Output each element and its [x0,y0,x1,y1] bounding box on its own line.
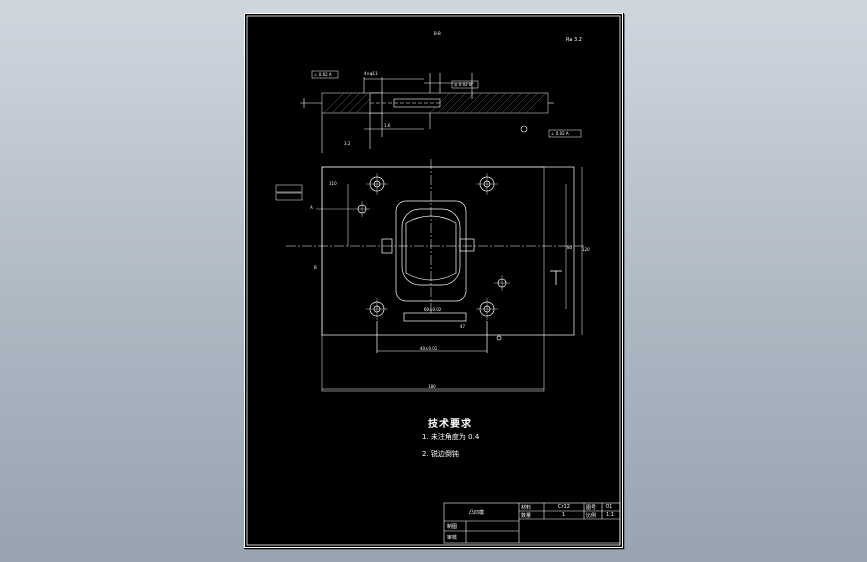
sheet-border [244,13,623,548]
material-value: Cr12 [558,504,570,510]
dim-pitch-bottom: 40±0.01 [420,346,438,351]
dim-overall-width: 180 [428,384,436,389]
hole-top-right [476,173,498,195]
technical-requirement-2: 2. 锐边倒钝 [422,449,459,459]
plate-inner [321,166,545,392]
plan-view [286,159,586,392]
hole-bottom-right [476,298,498,320]
tolerance-frame-5 [275,192,303,201]
drawing-no-label: 图号 [586,505,597,511]
technical-requirement-1: 1. 未注角度为 0.4 [422,432,479,442]
tolerance-label-3: ⊥ 0.02 A [551,131,569,136]
technical-requirements-title: 技术要求 [428,419,472,430]
section-dim-3: 3.2 [344,141,351,146]
tolerance-label-2: ◎ 0.02 B [454,82,472,87]
requirement-text: 锐边倒钝 [430,450,459,458]
hole-bottom-left [366,298,388,320]
tolerance-frame-2 [451,80,479,89]
requirement-number: 1. [422,433,429,441]
scale-label: 比例 [586,513,597,519]
drawing-sheet: B-B Ra 3.2 ⊥ 0.02 A ◎ 0.02 B ⊥ 0.02 A 4×… [244,13,624,549]
plate-outline [321,166,575,336]
pin-hole-left [354,201,370,217]
drawing-frame [246,15,621,546]
tolerance-frame-1 [311,70,339,79]
hole-top-left [366,173,388,195]
view-label-a: A [310,205,313,210]
title-block [443,502,621,544]
designer-label: 制图 [447,524,458,530]
section-dim-2: 1.6 [384,123,391,128]
scale-value: 1:1 [606,512,615,518]
cavity-profile [405,215,457,281]
dim-cavity-width: 60±0.02 [424,307,442,312]
section-view [300,73,554,153]
section-label: B-B [434,31,441,36]
material-label: 材料 [521,505,532,511]
tolerance-frame-4 [275,184,303,193]
dim-pitch-y: 80 [567,245,573,250]
dim-47: 47 [460,324,466,329]
dim-pitch-x: 110 [329,181,337,186]
quantity-value: 1 [562,512,566,518]
roughness-note: Ra 3.2 [566,37,582,43]
tolerance-frame-3 [548,129,582,138]
requirement-number: 2. [422,450,429,458]
reviewer-label: 审核 [447,535,458,541]
requirement-text: 未注角度为 0.4 [430,433,480,441]
section-dim-1: 4×φ11 [364,71,378,76]
dim-overall-height: 120 [582,247,590,252]
part-name: 凸凹模 [469,510,485,516]
view-label-b: B [314,265,317,270]
cad-drawing [244,13,623,548]
tolerance-label-1: ⊥ 0.02 A [314,72,332,77]
quantity-label: 数量 [521,513,532,519]
pin-hole-right [494,275,510,291]
drawing-no-value: 01 [606,504,613,510]
